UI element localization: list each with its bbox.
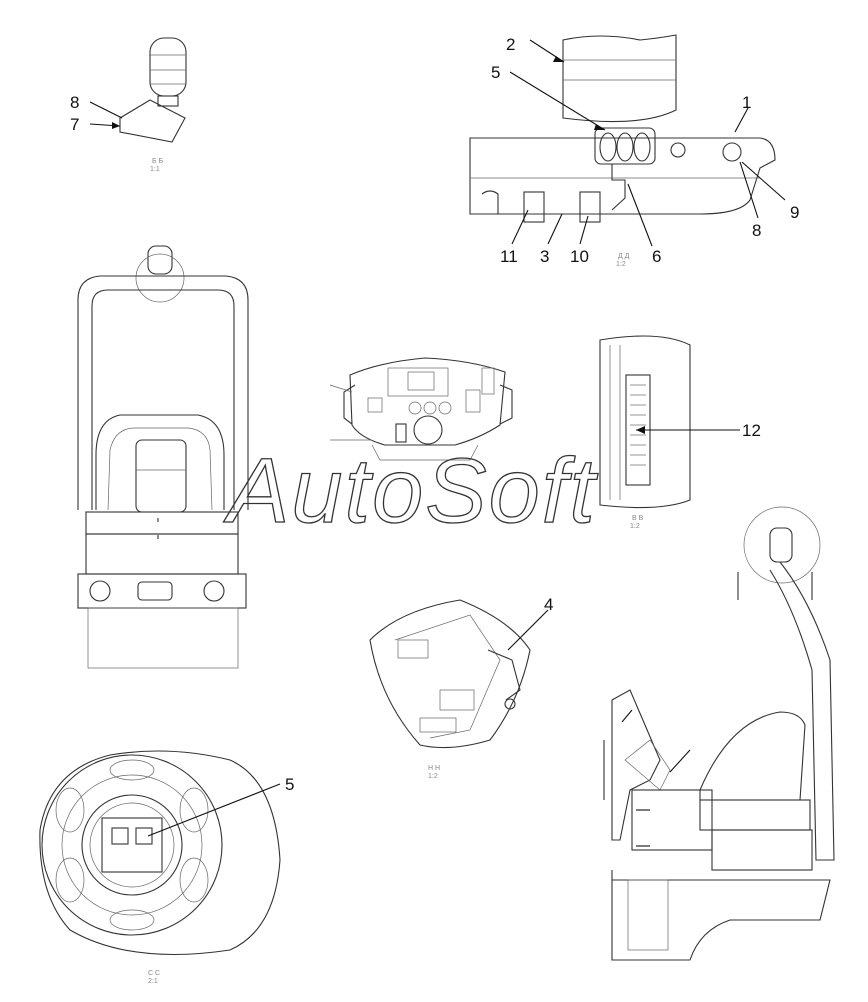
callout-3: 3 — [540, 247, 549, 266]
machine-front-view — [77, 245, 249, 669]
callout-4: 4 — [544, 595, 553, 614]
callout-8-top-right: 8 — [752, 221, 761, 240]
callout-11: 11 — [500, 247, 518, 266]
machine-side-view — [603, 506, 835, 961]
control-panel-view — [329, 357, 513, 461]
callout-9-top-right: 9 — [790, 203, 799, 222]
watermark: AutoSoft — [223, 440, 598, 542]
callout-5-bottom-left: 5 — [285, 775, 294, 794]
callout-5-top-right: 5 — [491, 63, 500, 82]
callout-10: 10 — [570, 247, 589, 266]
callout-6: 6 — [652, 247, 661, 266]
callout-2: 2 — [506, 35, 515, 54]
callout-1: 1 — [742, 93, 751, 112]
callout-8-top-left: 8 — [70, 93, 79, 112]
callout-12: 12 — [742, 421, 761, 440]
callout-7-top-left: 7 — [70, 115, 79, 134]
